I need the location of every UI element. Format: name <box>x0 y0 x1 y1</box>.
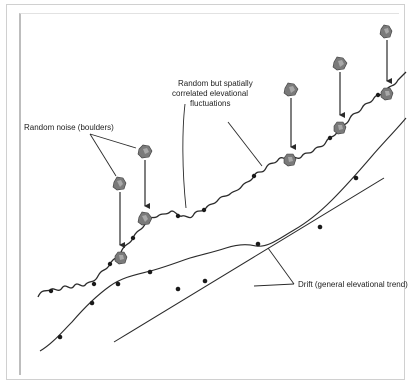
boulder-rock-icon <box>380 87 394 101</box>
boulders <box>112 24 394 265</box>
marker-dot <box>91 281 97 287</box>
marker-dot <box>175 213 181 219</box>
noise-leader-lines <box>89 133 137 177</box>
boulder-rock-icon <box>332 56 348 71</box>
upper-line-markers <box>48 92 381 294</box>
drift-leader-lines <box>253 247 295 287</box>
middle-line-markers <box>57 175 359 340</box>
down-arrows <box>119 40 392 248</box>
marker-dot <box>115 281 121 287</box>
marker-dot <box>48 288 54 294</box>
marker-dot <box>353 175 359 181</box>
label-random-noise: Random noise (boulders) <box>24 123 114 132</box>
marker-dot <box>89 300 95 306</box>
boulder-rock-icon <box>112 176 127 191</box>
label-correlated-line3: fluctuations <box>190 99 230 108</box>
label-correlated-line2: correlated elevational <box>172 89 248 98</box>
marker-dot <box>202 278 208 284</box>
drift-trend-line <box>113 177 385 343</box>
marker-dot <box>130 235 136 241</box>
marker-dot <box>251 173 257 179</box>
boulder-rock-icon <box>333 121 347 135</box>
boulder-rock-icon <box>137 144 153 159</box>
marker-dot <box>317 224 323 230</box>
boulder-rock-icon <box>379 24 393 39</box>
marker-dot <box>107 261 113 267</box>
fluctuation-leader-lines <box>182 103 263 209</box>
label-drift: Drift (general elevational trend) <box>298 280 408 289</box>
marker-dot <box>327 135 333 141</box>
label-correlated-line1: Random but spatially <box>178 79 253 88</box>
figure-inner-border <box>19 13 399 375</box>
boulder-rock-icon <box>283 153 297 167</box>
marker-dot <box>375 92 381 98</box>
boulder-rock-icon <box>114 251 128 265</box>
middle-terrain-profile <box>39 117 407 352</box>
marker-dot <box>147 269 153 275</box>
marker-dot <box>175 286 181 292</box>
marker-dot <box>255 241 261 247</box>
marker-dot <box>57 334 63 340</box>
boulder-rock-icon <box>137 211 153 226</box>
marker-dot <box>201 207 207 213</box>
boulder-rock-icon <box>283 82 299 97</box>
